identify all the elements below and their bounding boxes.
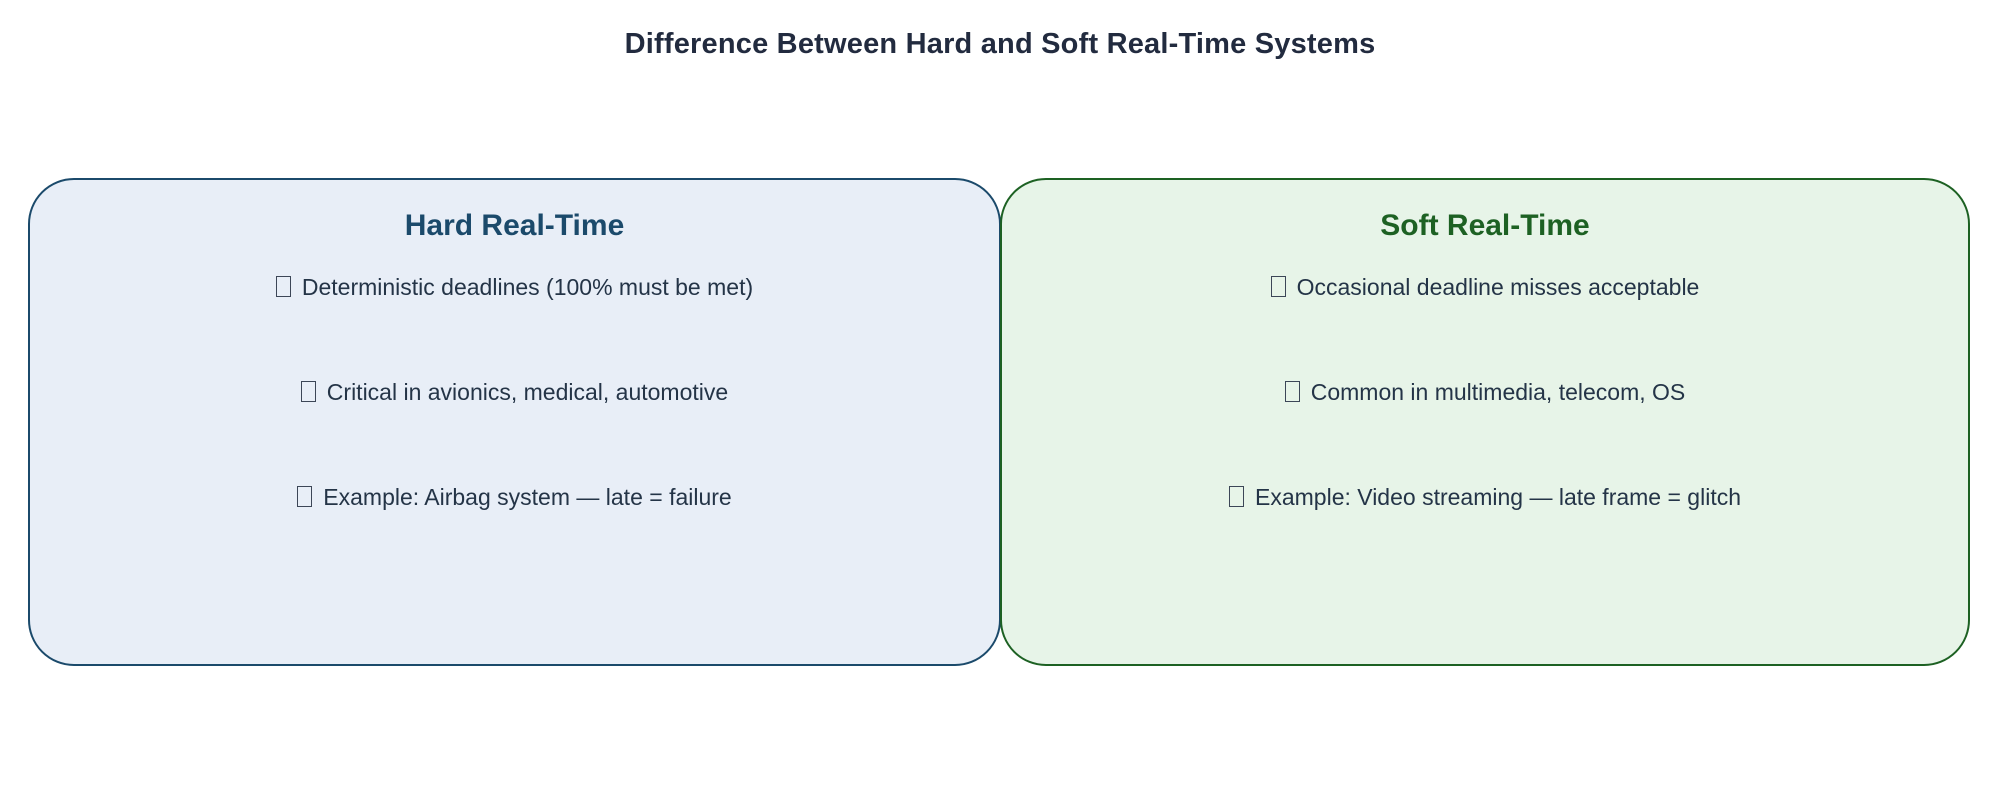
list-item-label: Example: Video streaming — late frame = … [1255, 484, 1741, 510]
list-item-label: Critical in avionics, medical, automotiv… [326, 379, 729, 405]
list-item-label: Example: Airbag system — late = failure [323, 484, 732, 510]
panel-soft-real-time: Soft Real-Time Occasional deadline misse… [1000, 178, 1970, 666]
panel-hard-real-time: Hard Real-Time Deterministic deadlines (… [28, 178, 1001, 666]
list-item: Deterministic deadlines (100% must be me… [30, 272, 999, 377]
missing-glyph-box-icon [1284, 381, 1300, 402]
missing-glyph-box-icon [300, 381, 316, 402]
panel-soft-heading: Soft Real-Time [1380, 209, 1590, 242]
list-item: Example: Video streaming — late frame = … [1002, 482, 1968, 587]
list-item-label: Occasional deadline misses acceptable [1296, 274, 1700, 300]
list-item: Critical in avionics, medical, automotiv… [30, 377, 999, 482]
missing-glyph-box-icon [275, 276, 291, 297]
list-item-label: Common in multimedia, telecom, OS [1310, 379, 1686, 405]
list-item: Occasional deadline misses acceptable [1002, 272, 1968, 377]
missing-glyph-box-icon [1229, 486, 1244, 507]
panel-soft-bullet-list: Occasional deadline misses acceptable Co… [1002, 272, 1968, 587]
list-item: Common in multimedia, telecom, OS [1002, 377, 1968, 482]
panel-hard-bullet-list: Deterministic deadlines (100% must be me… [30, 272, 999, 587]
page-title: Difference Between Hard and Soft Real-Ti… [624, 28, 1376, 60]
comparison-panels: Hard Real-Time Deterministic deadlines (… [28, 178, 1970, 666]
list-item: Example: Airbag system — late = failure [30, 482, 999, 587]
missing-glyph-box-icon [1270, 276, 1286, 297]
panel-hard-heading: Hard Real-Time [404, 209, 625, 242]
list-item-label: Deterministic deadlines (100% must be me… [301, 274, 754, 300]
missing-glyph-box-icon [297, 486, 313, 507]
